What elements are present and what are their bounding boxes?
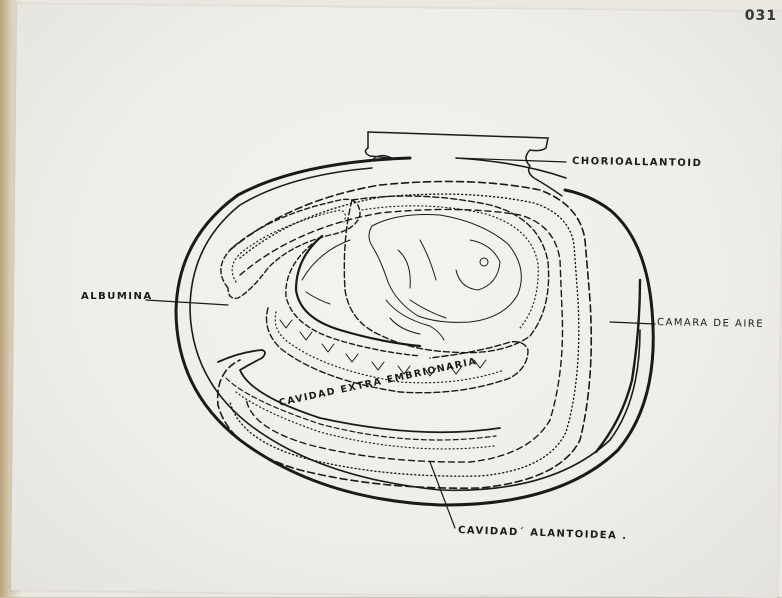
left-lobe: [221, 199, 360, 298]
amnion: [344, 196, 548, 353]
inner-fold: [296, 236, 420, 346]
shell-window: [365, 132, 562, 196]
leader-alantoidea: [430, 462, 455, 528]
label-albumina: ALBUMINA: [81, 291, 153, 302]
leader-albumina: [146, 300, 228, 305]
chorioallantoid-outer: [218, 181, 592, 488]
chorion-inner: [240, 209, 563, 462]
label-camara-de-aire: CAMARA DE AIRE: [657, 317, 764, 330]
inner-membrane: [190, 158, 640, 490]
chorioallantoid-dots: [230, 194, 579, 476]
label-chorioallantoid: CHORIOALLANTOID: [572, 156, 702, 169]
leader-camara: [610, 322, 655, 324]
